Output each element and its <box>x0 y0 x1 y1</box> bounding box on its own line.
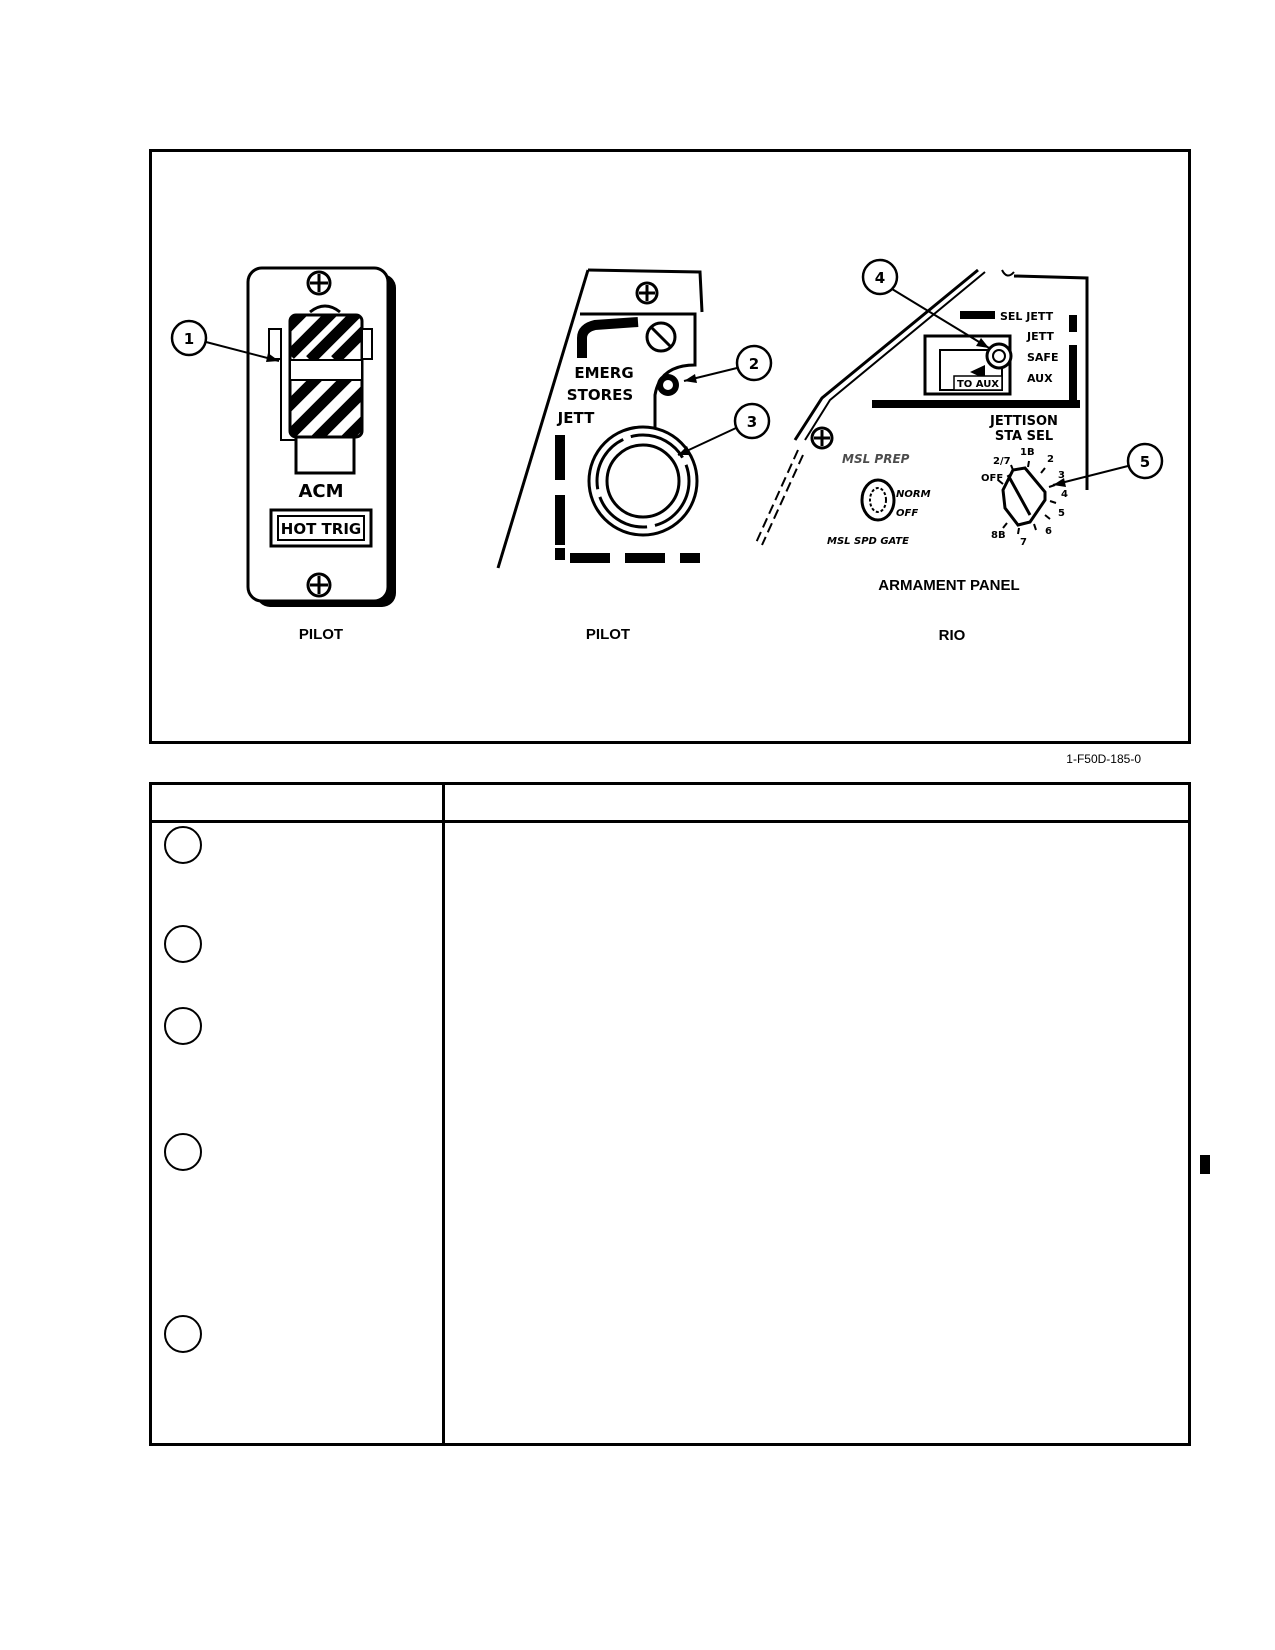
dial-position-4: 4 <box>1061 489 1068 500</box>
sel-jett-label: SEL JETT <box>1000 310 1054 323</box>
screw-icon <box>635 281 659 305</box>
figure-id: 1-F50D-185-0 <box>1066 752 1141 766</box>
row-number-badge <box>164 925 202 963</box>
dial-position-6: 6 <box>1045 526 1052 537</box>
emerg-jett-pushbutton <box>587 425 699 537</box>
svg-text:1: 1 <box>184 330 194 348</box>
emerg-stores-jett-panel: EMERG STORES JETT <box>496 268 704 569</box>
switch-position-jett: JETT <box>1026 330 1054 343</box>
svg-text:5: 5 <box>1140 453 1150 471</box>
sel-jett-knob <box>985 342 1013 370</box>
jettison-label-line2: STA SEL <box>995 429 1053 444</box>
row-number-badge <box>164 1133 202 1171</box>
norm-label: NORM <box>896 489 931 500</box>
dial-position-off: OFF <box>981 473 1003 484</box>
acm-switch-body <box>294 435 356 475</box>
jettison-controls-illustration: ACM HOT TRIG PILOT EMERG STORES <box>170 258 1164 644</box>
rio-panel-caption: RIO <box>939 627 966 644</box>
emerg-label-line3: JETT <box>557 409 595 427</box>
callout-5: 5 <box>1052 442 1164 487</box>
change-bar <box>1200 1155 1210 1174</box>
screw-icon <box>306 270 332 296</box>
callout-3: 3 <box>677 402 771 456</box>
dial-position-5: 5 <box>1058 508 1065 519</box>
emerg-panel-caption: PILOT <box>586 626 630 643</box>
msl-spd-gate-label: MSL SPD GATE <box>827 536 909 547</box>
dial-position-1b: 1B <box>1020 447 1035 458</box>
dial-position-3: 3 <box>1058 470 1065 481</box>
screw-icon <box>306 572 332 598</box>
figure-frame <box>149 149 1191 744</box>
dial-position-2-7: 2/7 <box>993 456 1011 467</box>
switch-position-safe: SAFE <box>1027 351 1058 364</box>
column-divider <box>442 785 445 1443</box>
table-header-row <box>152 785 1188 823</box>
row-number-badge <box>164 1007 202 1045</box>
screw-icon <box>645 321 677 353</box>
dial-position-8b: 8B <box>991 530 1006 541</box>
svg-text:3: 3 <box>747 413 757 431</box>
acm-panel: ACM HOT TRIG <box>246 266 396 607</box>
emerg-label-line1: EMERG <box>574 364 633 382</box>
off-label: OFF <box>896 508 918 519</box>
msl-prep-label: MSL PREP <box>842 452 910 466</box>
to-aux-label: TO AUX <box>957 379 999 390</box>
acm-guard-label: ACM <box>298 481 343 502</box>
hot-trig-placard: HOT TRIG <box>281 520 361 538</box>
screw-icon <box>810 426 834 450</box>
jettison-label-line1: JETTISON <box>989 414 1058 429</box>
row-number-badge <box>164 1315 202 1353</box>
callout-4: 4 <box>861 258 990 349</box>
armament-panel-label: ARMAMENT PANEL <box>878 577 1019 594</box>
row-number-badge <box>164 826 202 864</box>
dial-position-2: 2 <box>1047 454 1054 465</box>
callout-1: 1 <box>170 319 280 362</box>
dial-position-7: 7 <box>1020 537 1027 548</box>
armament-panel: SEL JETT TO AUX JETT SAFE AUX MSL PREP N… <box>754 268 1089 548</box>
callout-2: 2 <box>683 344 773 383</box>
emerg-label-line2: STORES <box>567 386 633 404</box>
msl-prep-toggle <box>860 478 896 522</box>
acm-panel-caption: PILOT <box>299 626 343 643</box>
controls-table <box>149 782 1191 1446</box>
jettison-sta-sel-dial <box>997 460 1057 535</box>
svg-text:4: 4 <box>875 269 885 287</box>
svg-text:2: 2 <box>749 355 759 373</box>
switch-position-aux: AUX <box>1027 372 1053 385</box>
